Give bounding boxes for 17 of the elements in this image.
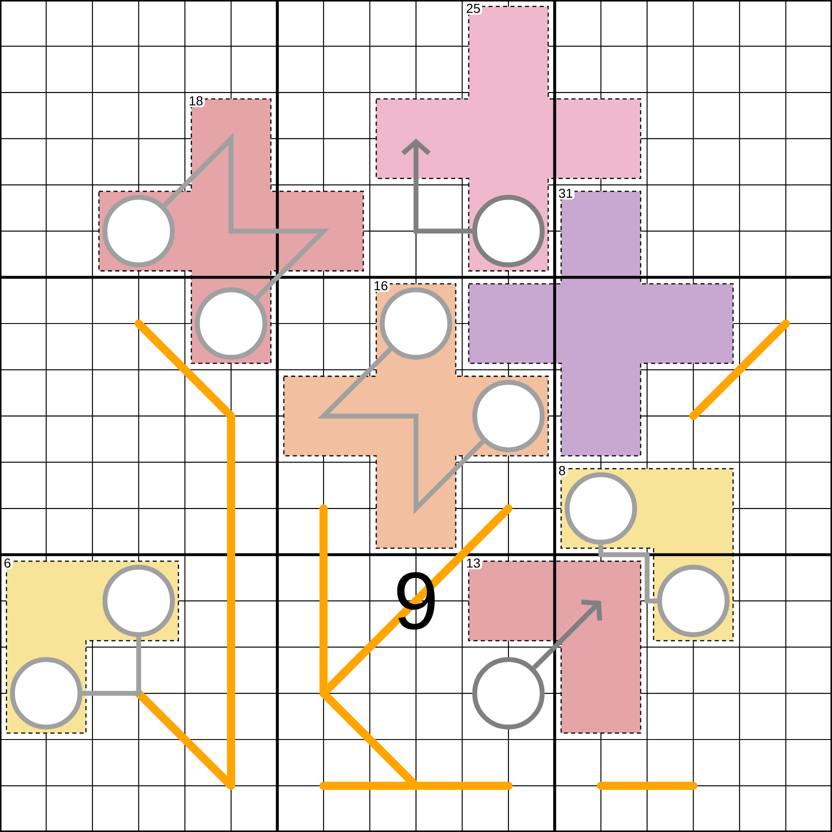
circle: [472, 657, 545, 730]
circle: [472, 194, 545, 268]
circle: [10, 657, 82, 730]
killer-cage: 31: [468, 187, 734, 456]
circle: [102, 194, 175, 268]
connector-line: [162, 132, 330, 300]
connector-line: [318, 347, 485, 514]
connector-line: [82, 637, 142, 696]
circle: [657, 564, 730, 638]
circle: [194, 287, 268, 360]
arrow: [401, 138, 472, 234]
killer-cage: 13: [464, 556, 642, 734]
arrow: [532, 600, 602, 670]
connector-line: [598, 544, 658, 604]
circle: [472, 380, 545, 452]
circle: [102, 564, 175, 638]
circle: [564, 472, 638, 545]
